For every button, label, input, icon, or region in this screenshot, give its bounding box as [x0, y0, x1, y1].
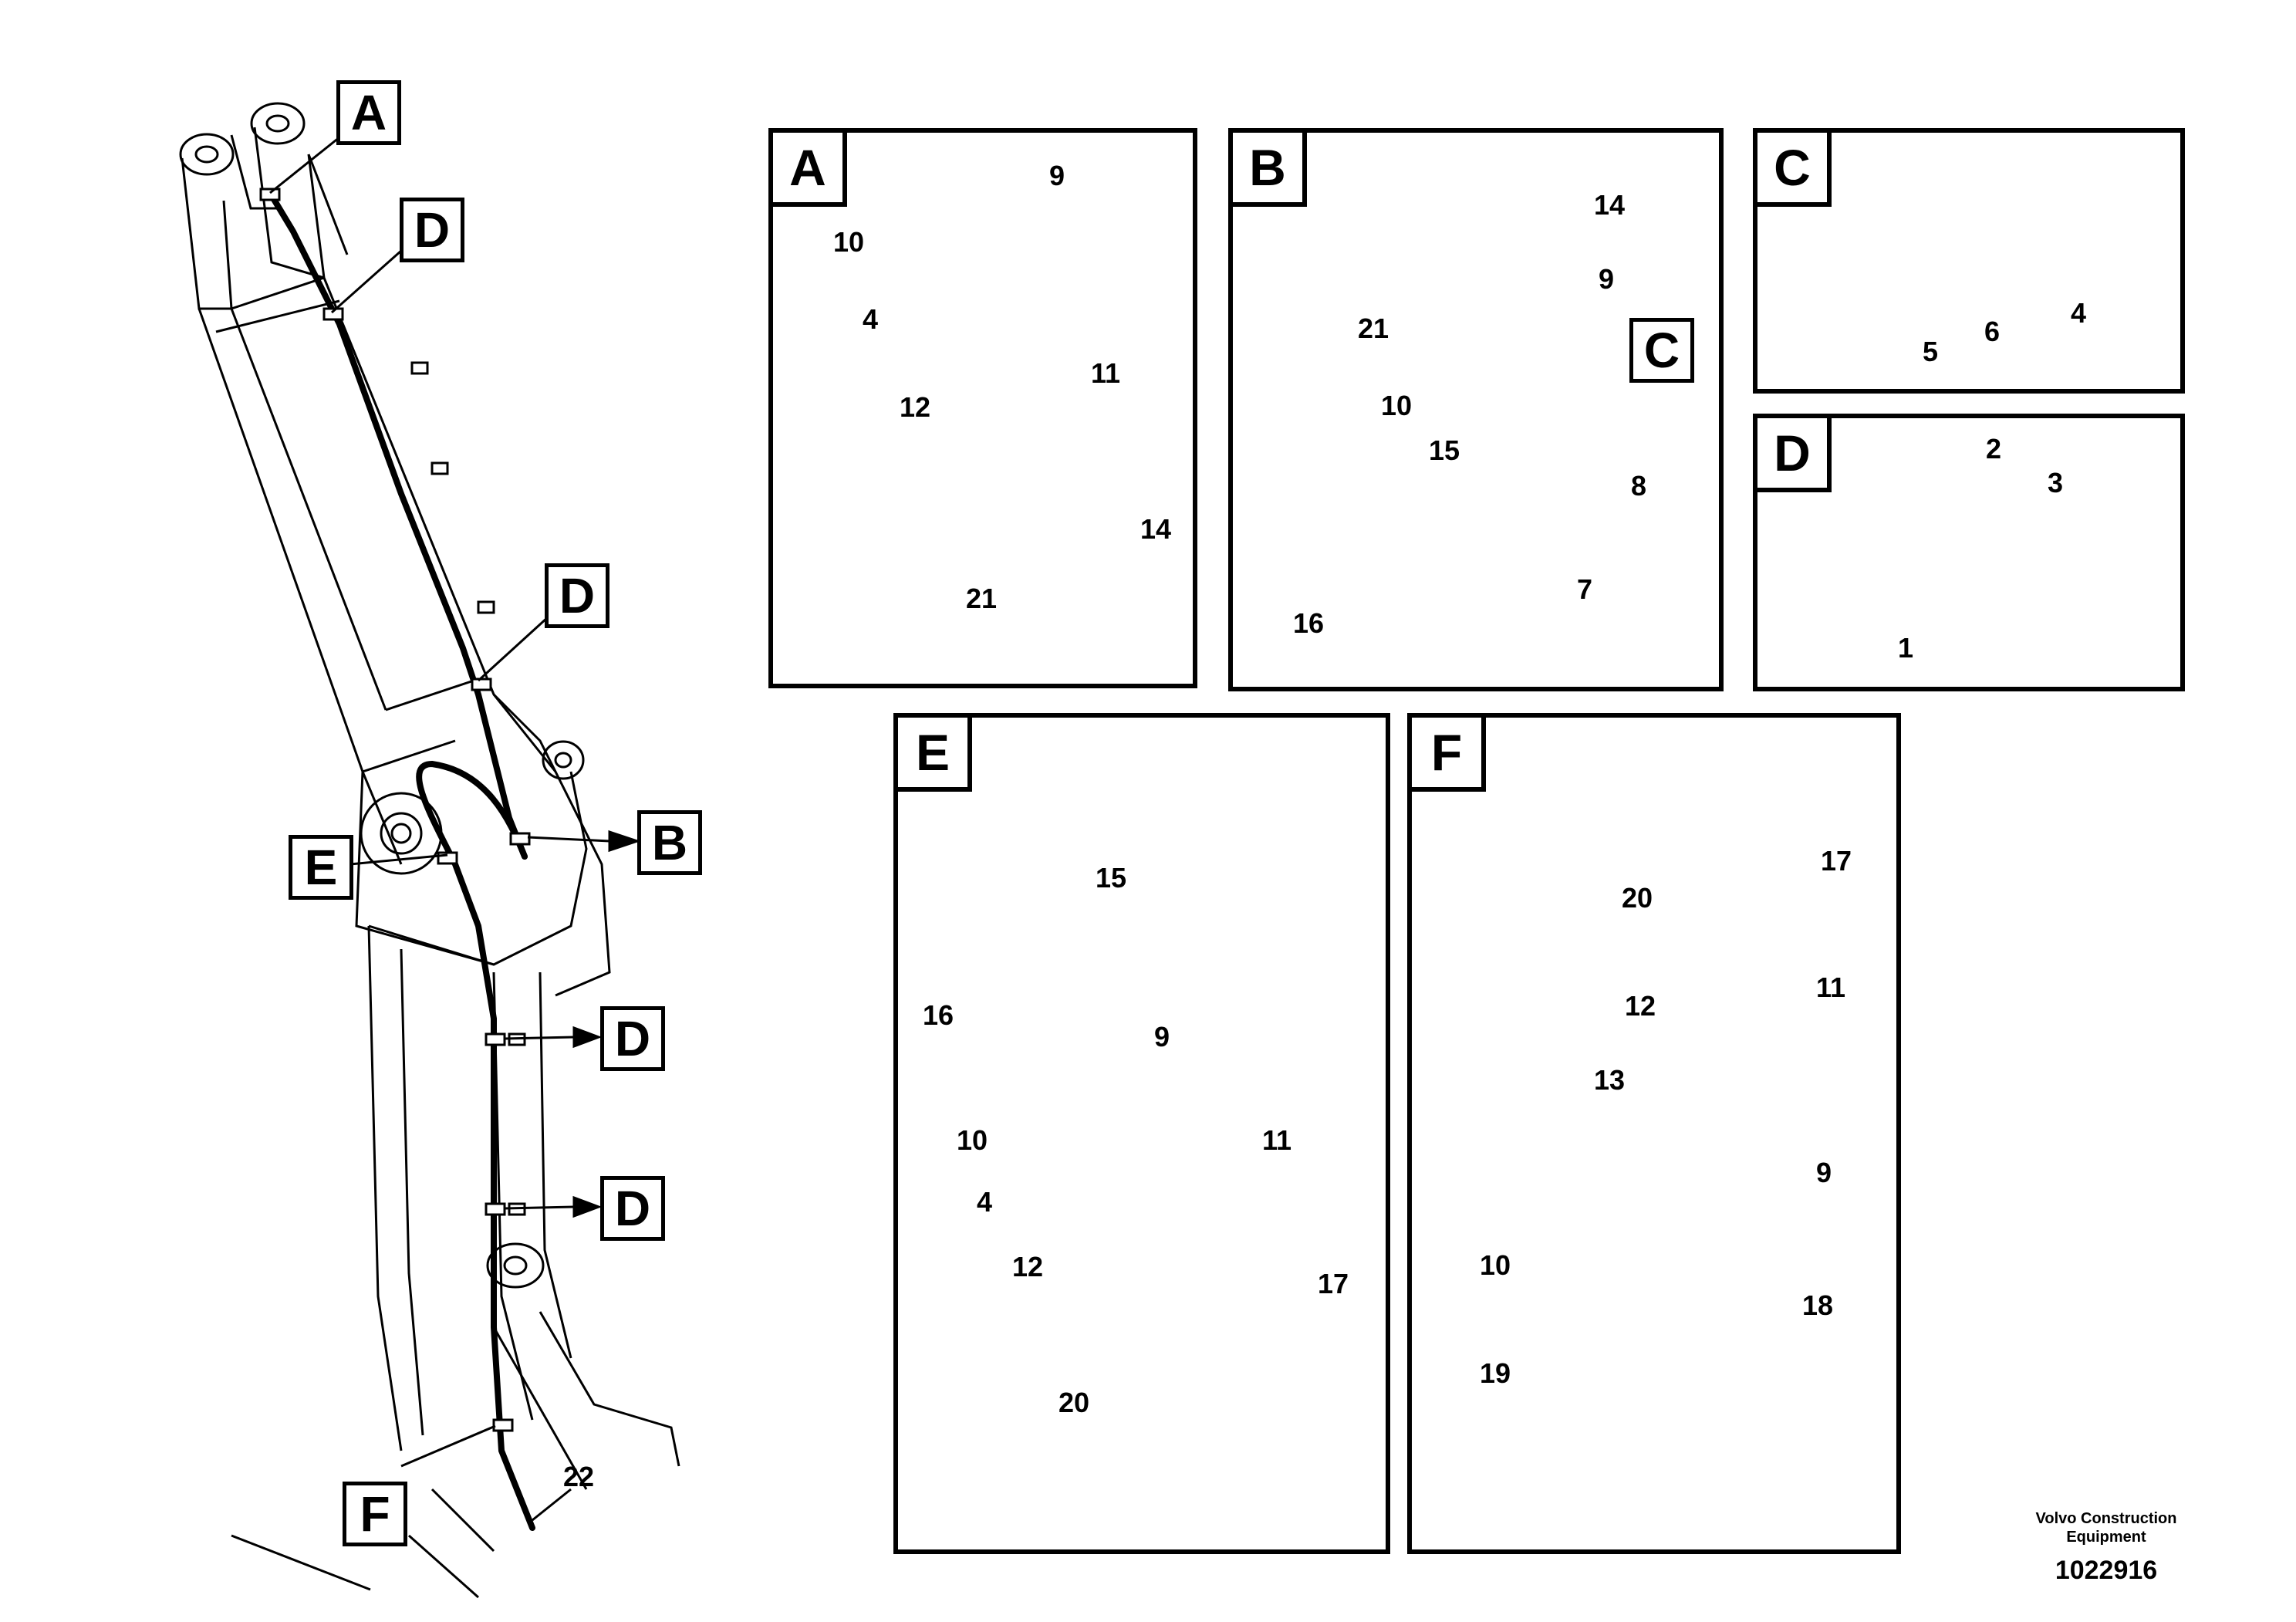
panel-a-label-11: 11: [1091, 357, 1121, 389]
panel-a-label-14: 14: [1140, 513, 1172, 545]
panel-a-label-12: 12: [900, 391, 931, 423]
panel-e-label-11: 11: [1262, 1124, 1292, 1156]
panel-b-label-8: 8: [1631, 470, 1647, 502]
detail-panel-b: B: [1228, 128, 1724, 691]
panel-f-label-18: 18: [1802, 1289, 1834, 1321]
panel-d-label-2: 2: [1986, 433, 2002, 465]
boom-overview-drawing: [179, 102, 680, 1599]
panel-f-label-9: 9: [1816, 1157, 1832, 1188]
panel-e-label-4: 4: [977, 1186, 993, 1218]
panel-c-label-4: 4: [2071, 297, 2087, 329]
panel-c-label-5: 5: [1923, 336, 1939, 367]
panel-a-label-9: 9: [1049, 160, 1065, 191]
panel-b-label-10: 10: [1381, 390, 1413, 421]
panel-f-label-13: 13: [1594, 1064, 1626, 1096]
company-name: Volvo Construction Equipment: [2006, 1509, 2207, 1546]
overview-callout-d-bottom: D: [600, 1176, 665, 1241]
panel-f-label-10: 10: [1480, 1249, 1511, 1281]
panel-a-label-10: 10: [833, 226, 865, 258]
drawing-number: 1022916: [2055, 1556, 2158, 1585]
panel-b-label-16: 16: [1293, 607, 1325, 639]
panel-e-label-20: 20: [1059, 1387, 1090, 1418]
overview-callout-b: B: [637, 810, 702, 875]
panel-b-label-9: 9: [1599, 263, 1615, 295]
panel-c-tag: C: [1757, 133, 1832, 207]
detail-panel-f: F: [1407, 713, 1901, 1554]
hose-clamps: [259, 188, 531, 1432]
panel-f-label-11: 11: [1816, 972, 1846, 1003]
panel-a-label-21: 21: [966, 583, 998, 614]
overview-callout-a: A: [336, 80, 401, 145]
panel-e-label-17: 17: [1318, 1268, 1349, 1299]
overview-callout-d-mid: D: [545, 563, 609, 628]
detail-panel-d: D: [1753, 414, 2185, 691]
panel-e-tag: E: [898, 718, 972, 792]
company-line-1: Volvo Construction: [2035, 1510, 2177, 1527]
panel-e-label-16: 16: [923, 999, 954, 1031]
panel-f-label-20: 20: [1622, 882, 1653, 914]
panel-f-tag: F: [1412, 718, 1486, 792]
panel-f-label-12: 12: [1625, 990, 1656, 1022]
panel-f-label-19: 19: [1480, 1357, 1511, 1389]
panel-b-label-14: 14: [1594, 189, 1626, 221]
detail-panel-a: A: [768, 128, 1197, 688]
panel-d-label-1: 1: [1898, 632, 1914, 664]
company-line-2: Equipment: [2066, 1529, 2146, 1546]
overview-leaders: [269, 130, 641, 1522]
panel-e-label-12: 12: [1012, 1251, 1044, 1282]
panel-e-label-15: 15: [1096, 862, 1127, 894]
detail-panel-e: E: [893, 713, 1390, 1554]
panel-f-label-17: 17: [1821, 845, 1852, 877]
panel-c-label-6: 6: [1984, 316, 2001, 347]
panel-a-label-4: 4: [863, 303, 879, 335]
panel-b-callout-c: C: [1629, 318, 1694, 383]
overview-callout-d-top: D: [400, 198, 464, 262]
overview-callout-d-lower: D: [600, 1006, 665, 1071]
panel-e-label-9: 9: [1154, 1021, 1170, 1053]
panel-a-tag: A: [773, 133, 847, 207]
overview-callout-f: F: [343, 1482, 407, 1546]
overview-callout-e: E: [289, 835, 353, 900]
panel-b-label-7: 7: [1577, 573, 1593, 605]
panel-b-tag: B: [1233, 133, 1307, 207]
panel-d-tag: D: [1757, 418, 1832, 492]
detail-panel-c: C: [1753, 128, 2185, 394]
panel-b-label-21: 21: [1358, 313, 1389, 344]
panel-e-label-10: 10: [957, 1124, 988, 1156]
overview-part-22: 22: [563, 1461, 595, 1492]
panel-b-label-15: 15: [1429, 434, 1460, 466]
panel-d-label-3: 3: [2048, 467, 2064, 498]
